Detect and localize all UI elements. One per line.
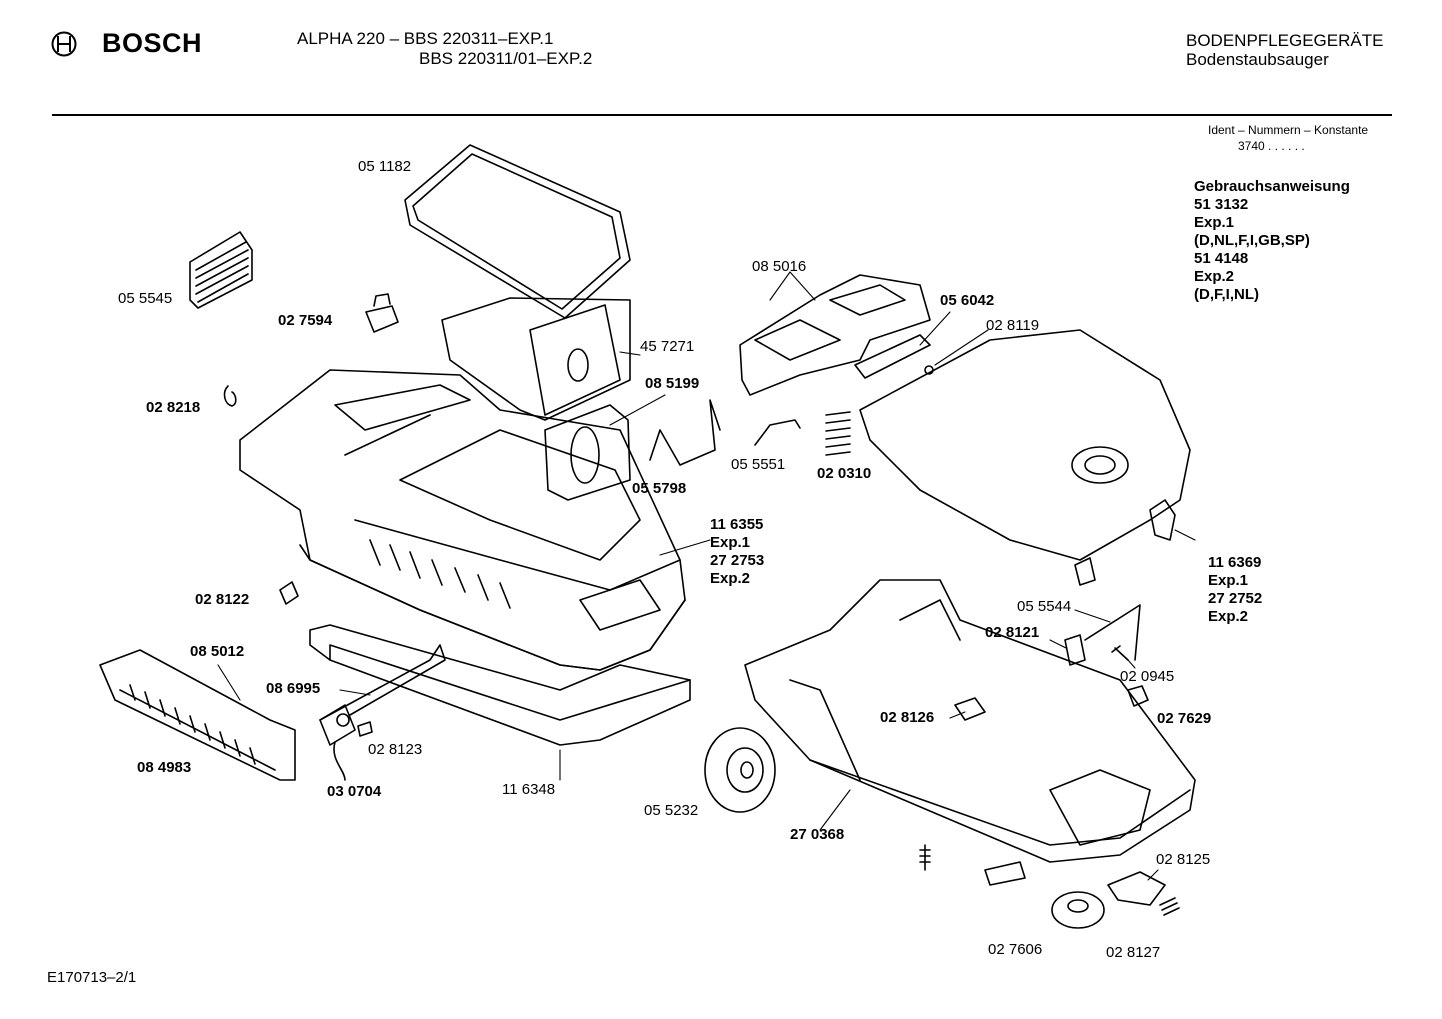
clip-flat-part <box>1064 634 1086 666</box>
filter-frame-part <box>404 144 631 319</box>
front-cover-part <box>99 649 296 781</box>
bosch-logo-icon <box>51 31 77 57</box>
part-label: 02 8119 <box>986 317 1040 334</box>
switch-part <box>1127 685 1149 707</box>
part-label-group: 11 6369 Exp.1 27 2752 Exp.2 <box>1208 554 1262 626</box>
part-label: 05 5798 <box>632 480 687 497</box>
pin-part <box>1111 645 1129 661</box>
header-divider <box>52 114 1392 116</box>
spring-part <box>825 411 851 456</box>
part-label: 02 8122 <box>195 591 250 608</box>
part-label: 27 2753 <box>710 552 765 569</box>
grille-part <box>189 231 253 309</box>
wire-spring-part <box>649 399 721 466</box>
part-label: 11 6355 <box>710 516 764 533</box>
ident-title: Ident – Nummern – Konstante <box>1208 123 1369 137</box>
manual-line: Exp.1 <box>1194 214 1235 231</box>
part-label: Exp.2 <box>710 570 751 587</box>
product-category: BODENPFLEGEGERÄTE Bodenstaubsauger <box>1186 31 1383 69</box>
part-label: 11 6348 <box>502 781 556 798</box>
small-spring-part <box>1159 897 1180 916</box>
hook-part <box>223 385 237 407</box>
dust-bag-part <box>441 297 631 421</box>
lever-part <box>319 644 446 746</box>
part-label: 08 4983 <box>137 759 192 776</box>
base-part <box>744 579 1196 863</box>
clip-part <box>279 581 299 605</box>
cover-shell-part <box>859 329 1191 586</box>
wheel-part <box>704 727 776 813</box>
wire-small-part <box>1084 604 1141 661</box>
ident-number: 3740 . . . . . . <box>1238 139 1305 153</box>
part-label: 02 0310 <box>817 465 872 482</box>
part-label: 02 7606 <box>988 941 1043 958</box>
model-line-1: ALPHA 220 – BBS 220311–EXP.1 <box>297 29 554 48</box>
manual-block: Gebrauchsanweisung 51 3132 Exp.1 (D,NL,F… <box>1194 178 1350 304</box>
label-plate-part <box>984 861 1026 886</box>
clip-small-part <box>357 721 373 737</box>
category-title: BODENPFLEGEGERÄTE <box>1186 31 1384 50</box>
part-label: 05 5545 <box>118 290 173 307</box>
drawing-id: E170713–2/1 <box>47 969 137 986</box>
wire-part <box>754 419 801 446</box>
manual-line: Exp.2 <box>1194 268 1235 285</box>
upper-housing-part <box>239 369 686 671</box>
part-label: 02 7629 <box>1157 710 1212 727</box>
part-label: 08 6995 <box>266 680 321 697</box>
part-label: 11 6369 <box>1208 554 1262 571</box>
part-label: 27 2752 <box>1208 590 1263 607</box>
part-label: 03 0704 <box>327 783 382 800</box>
top-cover-part <box>739 274 931 396</box>
bumper-strip-part <box>309 624 691 746</box>
part-label: 08 5199 <box>645 375 700 392</box>
part-label: 02 8123 <box>368 741 423 758</box>
part-label: 02 8127 <box>1106 944 1161 961</box>
part-label: 02 8125 <box>1156 851 1211 868</box>
latch-part <box>854 334 931 379</box>
part-label: Exp.1 <box>710 534 751 551</box>
leader-lines <box>217 271 1196 881</box>
manual-line: (D,F,I,NL) <box>1194 286 1259 303</box>
cable-part <box>333 741 346 781</box>
part-label: 05 6042 <box>940 292 995 309</box>
part-label: 08 5016 <box>752 258 807 275</box>
model-line-2: BBS 220311/01–EXP.2 <box>419 49 593 68</box>
part-label-group: 11 6355 Exp.1 27 2753 Exp.2 <box>710 516 764 588</box>
clamp-part <box>1107 871 1166 906</box>
part-label: Exp.1 <box>1208 572 1249 589</box>
category-subtitle: Bodenstaubsauger <box>1186 50 1329 69</box>
part-label: Exp.2 <box>1208 608 1249 625</box>
part-label: 02 8126 <box>880 709 935 726</box>
model-designation: ALPHA 220 – BBS 220311–EXP.1 BBS 220311/… <box>297 29 592 69</box>
part-label: 02 8218 <box>146 399 201 416</box>
screw-bottom-part <box>919 844 931 871</box>
part-label: 08 5012 <box>190 643 245 660</box>
part-label: 05 5551 <box>731 456 786 473</box>
part-label: 02 7594 <box>278 312 333 329</box>
part-label: 05 5544 <box>1017 598 1072 615</box>
part-label: 05 5232 <box>644 802 699 819</box>
switch-knob-part <box>365 293 399 333</box>
brand-name: BOSCH <box>102 28 203 58</box>
cord-reel-part <box>1051 891 1105 929</box>
manual-line: 51 3132 <box>1194 196 1249 213</box>
part-label: 02 8121 <box>985 624 1040 641</box>
part-label: 27 0368 <box>790 826 845 843</box>
manual-line: (D,NL,F,I,GB,SP) <box>1194 232 1310 249</box>
manual-title: Gebrauchsanweisung <box>1194 178 1350 195</box>
part-label: 02 0945 <box>1120 668 1175 685</box>
manual-line: 51 4148 <box>1194 250 1249 267</box>
part-label: 05 1182 <box>358 158 412 175</box>
ident-block: Ident – Nummern – Konstante 3740 . . . .… <box>1208 122 1368 154</box>
part-label: 45 7271 <box>640 338 695 355</box>
